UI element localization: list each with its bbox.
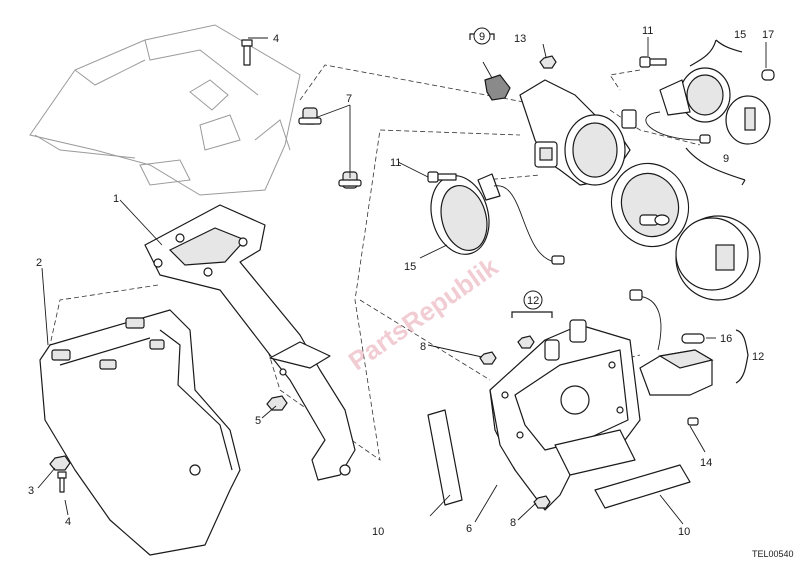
nuts-8 xyxy=(479,351,551,509)
callout-10-left: 10 xyxy=(372,526,384,538)
nut-12 xyxy=(517,335,535,349)
callout-3: 3 xyxy=(28,485,34,497)
grommet-7-bottom xyxy=(338,171,362,189)
watermark: PartsRepublik xyxy=(343,251,504,376)
callout-11-left: 11 xyxy=(390,157,401,169)
callout-9-light: 9 xyxy=(723,153,729,165)
license-plate-light xyxy=(629,289,714,396)
nut-13 xyxy=(539,55,557,69)
callout-4-top: 4 xyxy=(273,33,279,45)
callout-8-bottom: 8 xyxy=(510,517,516,529)
callout-13: 13 xyxy=(514,33,526,45)
leader-lines xyxy=(37,37,767,525)
tail-light-lens xyxy=(675,215,761,301)
bulb-17 xyxy=(761,69,775,81)
callout-labels: 4 1 2 3 4 5 6 7 8 8 9 10 10 11 11 12 13 … xyxy=(28,25,774,538)
tail-light-reflector xyxy=(610,162,690,248)
callout-15-right: 15 xyxy=(734,29,746,41)
callout-17: 17 xyxy=(762,29,774,41)
callout-10-right: 10 xyxy=(678,526,690,538)
tail-bracket xyxy=(144,204,356,481)
reflector-10-bottom xyxy=(594,464,691,509)
callout-circle-12 xyxy=(523,290,543,310)
callout-11-right: 11 xyxy=(642,25,653,37)
rubber-pad-9 xyxy=(484,74,511,101)
callout-15-left: 15 xyxy=(404,261,416,273)
left-indicator xyxy=(430,173,565,265)
bulb-16 xyxy=(681,333,705,344)
reflector-10-left xyxy=(427,409,463,506)
screw-11-right xyxy=(639,56,667,68)
callout-1: 1 xyxy=(113,193,119,205)
callout-12-side: 12 xyxy=(752,351,764,363)
callout-5: 5 xyxy=(255,415,261,427)
screw-14 xyxy=(687,417,699,426)
callout-16: 16 xyxy=(720,333,732,345)
callout-4-bottom: 4 xyxy=(65,516,71,528)
nut-5 xyxy=(266,395,288,411)
tail-light-housing xyxy=(519,79,637,186)
callout-9-circled: 9 xyxy=(479,31,485,43)
callout-circle-9 xyxy=(473,27,491,45)
rear-mudguard xyxy=(39,309,241,556)
callout-2: 2 xyxy=(36,257,42,269)
screw-11-left xyxy=(427,171,457,183)
indicator-lens-17 xyxy=(725,95,771,145)
callout-14: 14 xyxy=(700,457,712,469)
right-indicator xyxy=(645,67,731,144)
bolt-4-bottom xyxy=(57,471,67,493)
drawing-code: TEL00540 xyxy=(752,549,794,559)
bolt-4-top xyxy=(241,39,253,66)
license-plate-holder xyxy=(489,319,641,511)
nut-3 xyxy=(49,455,71,471)
callout-12-circled: 12 xyxy=(527,295,539,307)
grommet-7-top xyxy=(298,107,322,125)
callout-7: 7 xyxy=(346,93,352,105)
callout-6: 6 xyxy=(466,523,472,535)
rear-subframe xyxy=(29,24,301,196)
callout-8-top: 8 xyxy=(420,341,426,353)
